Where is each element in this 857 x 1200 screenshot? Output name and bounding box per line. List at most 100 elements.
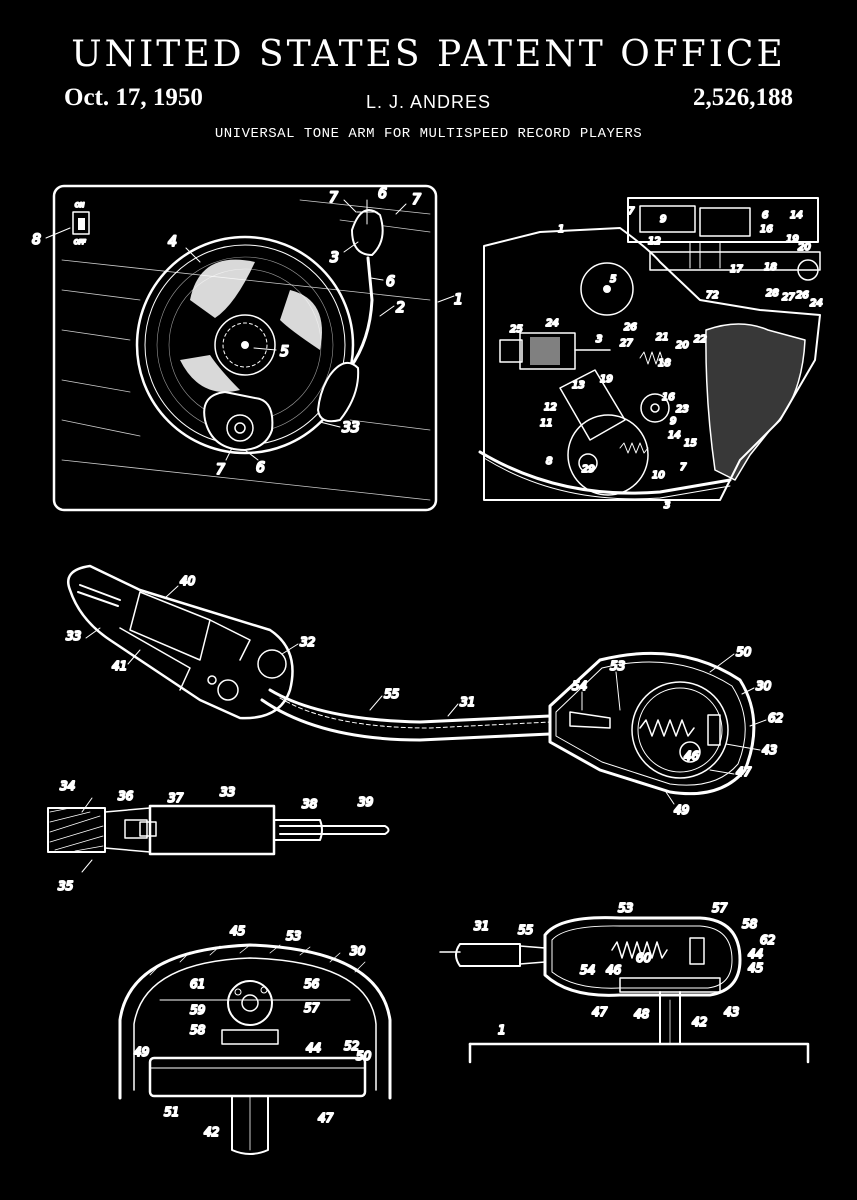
fig3-label: 41 xyxy=(112,659,127,673)
fig1-label: 6 xyxy=(378,186,387,202)
patent-subtitle: UNIVERSAL TONE ARM FOR MULTISPEED RECORD… xyxy=(214,126,643,142)
fig2-label: 13 xyxy=(572,380,585,391)
fig1-label: 3 xyxy=(330,250,339,266)
fig1-label: 7 xyxy=(329,190,338,206)
fig2-label: 3 xyxy=(596,334,602,345)
fig2-label: 18 xyxy=(764,262,777,273)
fig3-label: 62 xyxy=(768,711,783,725)
fig2-label: 20 xyxy=(676,340,689,351)
fig2-label: 3 xyxy=(664,500,670,511)
inventor-name: L. J. ANDRES xyxy=(365,92,492,112)
fig2-label: 6 xyxy=(762,210,768,221)
fig4-label: 37 xyxy=(168,791,184,805)
fig6-label: 44 xyxy=(748,947,763,961)
fig4-label: 33 xyxy=(220,785,235,799)
fig3-label: 33 xyxy=(66,629,81,643)
fig2-label: 28 xyxy=(766,288,779,299)
fig5-label: 45 xyxy=(230,924,245,938)
fig2-label: 21 xyxy=(656,332,669,343)
fig3-label: 40 xyxy=(180,574,196,588)
fig2-label: 11 xyxy=(540,418,553,429)
fig2-label: 16 xyxy=(760,224,773,235)
fig2-label: 29 xyxy=(582,464,595,475)
figure-tone-arm-side: 40 33 41 32 55 31 53 54 50 30 62 43 46 4… xyxy=(65,564,784,818)
fig5-label: 59 xyxy=(190,1003,205,1017)
fig5-label: 49 xyxy=(134,1045,149,1059)
fig3-label: 53 xyxy=(610,659,625,673)
fig6-label: 42 xyxy=(692,1015,707,1029)
fig1-label: 5 xyxy=(280,344,289,360)
fig2-label: 17 xyxy=(730,264,743,275)
fig5-label: 42 xyxy=(204,1125,219,1139)
fig5-label: 47 xyxy=(318,1111,334,1125)
fig6-label: 60 xyxy=(636,951,652,965)
fig6-label: 62 xyxy=(760,933,775,947)
fig4-label: 34 xyxy=(60,779,75,793)
figure-turntable-top-view: 8 7 6 7 4 3 6 2 1 5 33 7 6 ON OFF xyxy=(31,184,464,512)
fig3-label: 32 xyxy=(300,635,315,649)
fig5-label: 52 xyxy=(344,1039,359,1053)
fig5-label: 57 xyxy=(304,1001,320,1015)
patent-number: 2,526,188 xyxy=(693,84,793,111)
fig6-label: 54 xyxy=(580,963,595,977)
fig1-label: 33 xyxy=(342,420,360,436)
fig6-label: 53 xyxy=(618,901,633,915)
fig2-label: 25 xyxy=(510,324,523,335)
fig3-label: 46 xyxy=(684,749,700,763)
fig6-label: 45 xyxy=(748,961,763,975)
fig2-label: 9 xyxy=(670,416,676,427)
fig6-label: 58 xyxy=(742,917,758,931)
fig2-label: 22 xyxy=(694,334,707,345)
fig4-label: 36 xyxy=(118,789,134,803)
figure-mechanism-cutaway: 1 7 9 6 14 16 19 20 18 17 12 28 27 26 24… xyxy=(478,197,824,512)
fig1-label: 8 xyxy=(32,232,41,248)
fig2-label: 72 xyxy=(706,290,719,301)
fig2-label: 8 xyxy=(546,456,552,467)
fig6-label: 47 xyxy=(592,1005,608,1019)
fig2-label: 24 xyxy=(546,318,559,329)
fig2-label: 24 xyxy=(810,298,823,309)
fig3-label: 49 xyxy=(674,803,689,817)
fig2-label: 27 xyxy=(620,338,633,349)
fig2-label: 1 xyxy=(558,224,564,235)
patent-date: Oct. 17, 1950 xyxy=(64,84,203,111)
tone-arm-pivot xyxy=(351,209,384,256)
fig1-label: 2 xyxy=(396,300,405,316)
fig5-label: 61 xyxy=(190,977,205,991)
fig2-label: 7 xyxy=(628,206,635,217)
fig5-label: 44 xyxy=(306,1041,321,1055)
fig3-label: 54 xyxy=(572,679,587,693)
fig1-label: 1 xyxy=(454,292,463,308)
fig2-label: 26 xyxy=(796,290,809,301)
fig3-label: 47 xyxy=(736,765,752,779)
fig3-label: 30 xyxy=(756,679,772,693)
fig2-label: 15 xyxy=(684,438,697,449)
fig2-label: 19 xyxy=(786,234,799,245)
fig5-label: 58 xyxy=(190,1023,206,1037)
fig1-label: 7 xyxy=(412,192,421,208)
fig4-label: 35 xyxy=(58,879,73,893)
fig2-label: 10 xyxy=(652,470,665,481)
figure-cartridge-detail: 34 36 37 33 38 39 35 xyxy=(47,778,390,894)
fig3-label: 43 xyxy=(762,743,777,757)
fig5-label: 53 xyxy=(286,929,301,943)
fig2-label: 14 xyxy=(668,430,681,441)
fig2-label: 9 xyxy=(660,214,666,225)
fig6-label: 46 xyxy=(606,963,622,977)
fig6-label: 55 xyxy=(518,923,533,937)
fig5-label: 51 xyxy=(164,1105,179,1119)
fig1-label: 6 xyxy=(256,460,265,476)
patent-office-title: UNITED STATES PATENT OFFICE xyxy=(71,34,786,75)
fig2-label: 14 xyxy=(790,210,803,221)
fig1-label: 6 xyxy=(386,274,395,290)
turntable-platter xyxy=(135,235,355,455)
fig2-label: 27 xyxy=(782,292,795,303)
fig2-label: 12 xyxy=(648,236,661,247)
fig2-label: 20 xyxy=(798,242,811,253)
switch-on-label: ON xyxy=(75,202,85,209)
fig3-label: 31 xyxy=(460,695,475,709)
fig5-label: 56 xyxy=(304,977,320,991)
fig6-label: 57 xyxy=(712,901,728,915)
fig1-label: 7 xyxy=(216,462,225,478)
